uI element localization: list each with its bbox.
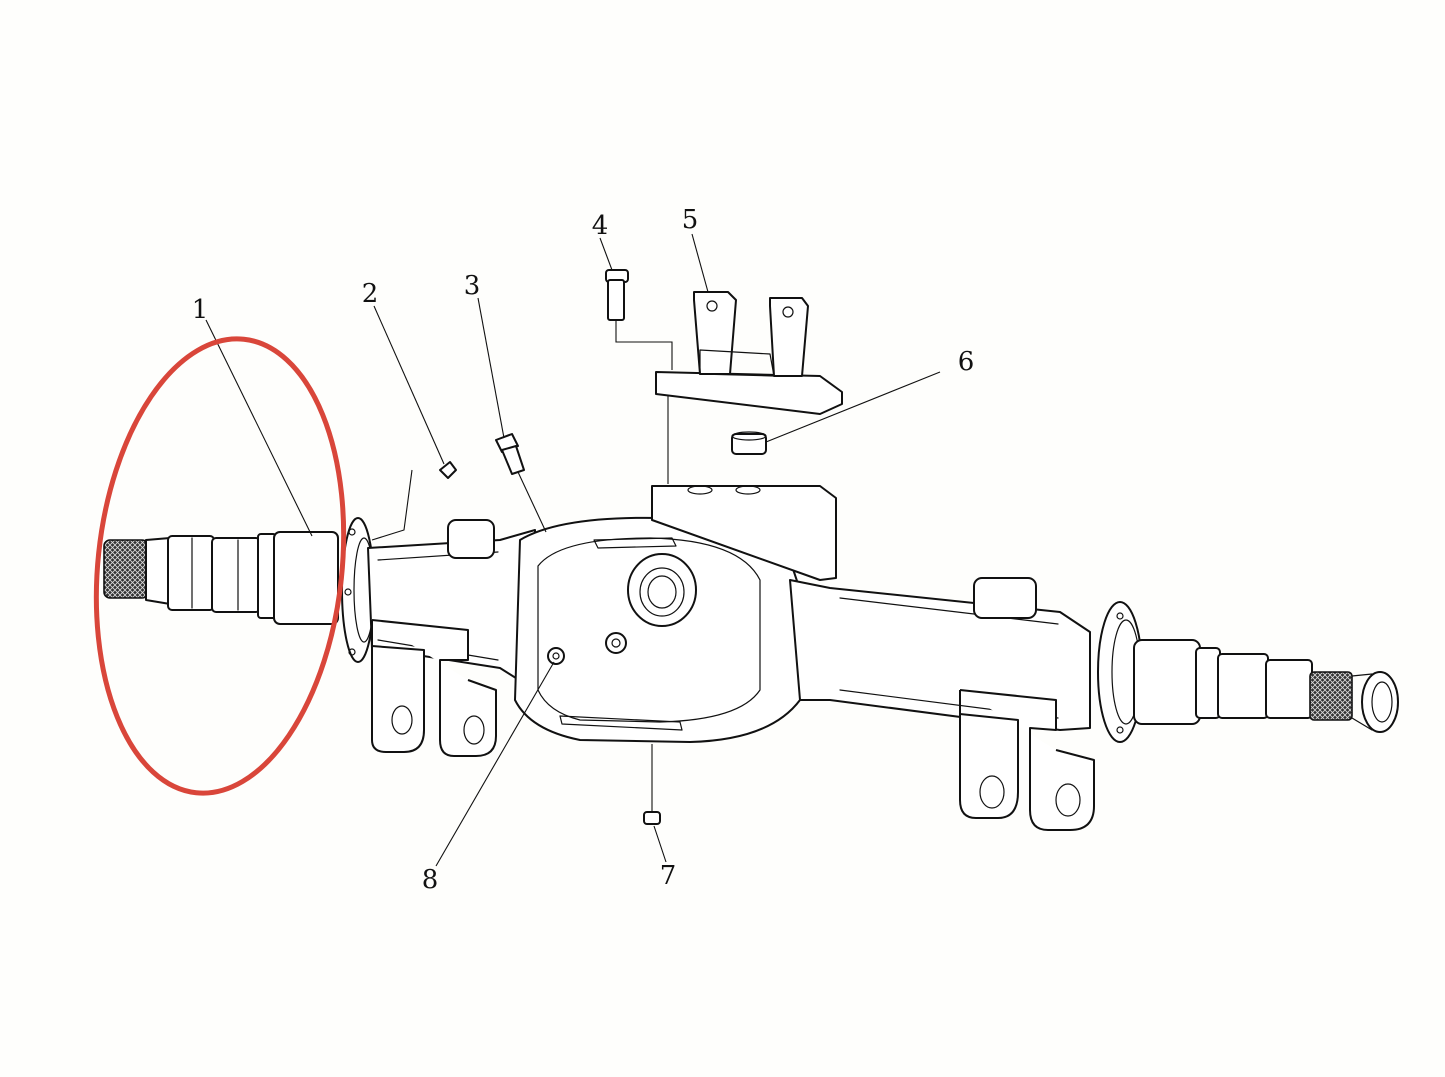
part-4-bolt (605, 269, 629, 321)
left-axle-shaft (103, 531, 339, 625)
callout-6: 6 (958, 347, 975, 377)
callout-5: 5 (682, 205, 699, 235)
callout-8: 8 (422, 865, 439, 895)
part-3-pin (495, 433, 525, 475)
right-spindle (1097, 601, 1399, 743)
part-8-drain (547, 647, 565, 665)
part-6-bushing (731, 431, 767, 455)
callout-1: 1 (192, 295, 209, 325)
callout-4: 4 (592, 211, 609, 241)
callout-3: 3 (464, 271, 481, 301)
callout-2: 2 (362, 279, 379, 309)
part-5-bracket (655, 291, 843, 415)
callout-7: 7 (660, 861, 677, 891)
part-2-breather (439, 461, 457, 479)
part-7-plug (643, 811, 661, 825)
axle-housing (367, 485, 1095, 831)
leader-lines (205, 233, 941, 867)
highlight-ellipse (93, 336, 347, 796)
